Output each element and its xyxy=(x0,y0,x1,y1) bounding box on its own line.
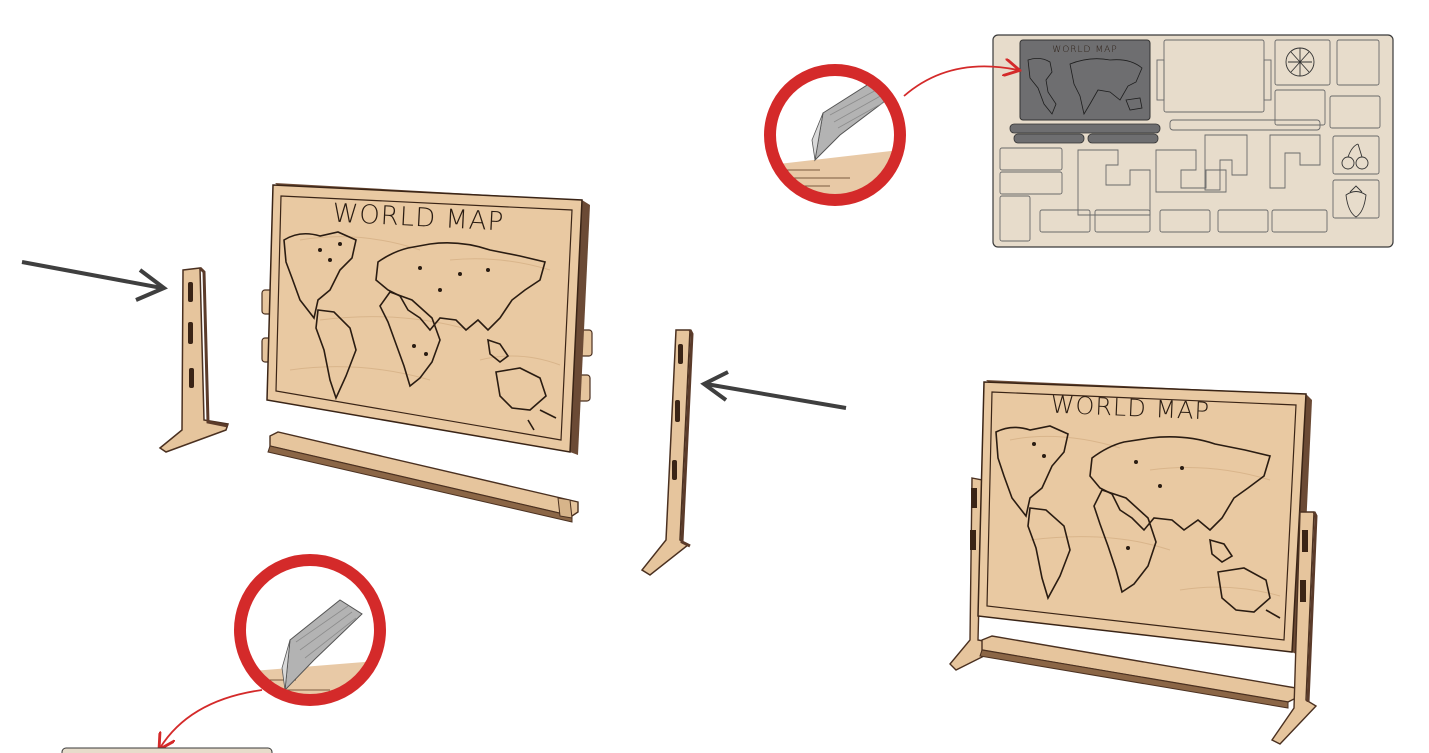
sheet-slat xyxy=(1010,124,1160,133)
bottom-magnifier-callout xyxy=(62,560,390,753)
left-upright-leg xyxy=(160,268,228,452)
top-magnifier-callout xyxy=(770,66,1018,210)
watermelon-engraving-icon xyxy=(1286,48,1314,76)
assembled-world-map-stand: WORLD MAP xyxy=(950,380,1316,744)
world-map-board: WORLD MAP xyxy=(262,183,592,455)
sheet-map-title: WORLD MAP xyxy=(1052,45,1117,55)
insert-arrow-icon xyxy=(22,262,164,300)
sheet-world-map-panel: WORLD MAP xyxy=(1020,40,1150,120)
sheet-slat xyxy=(1088,134,1158,143)
sheet-slat xyxy=(1014,134,1084,143)
plywood-sheet: WORLD MAP xyxy=(993,35,1393,247)
insert-arrow-icon xyxy=(704,372,846,408)
right-upright-leg xyxy=(642,330,692,575)
plywood-sheet-edge xyxy=(62,748,272,753)
